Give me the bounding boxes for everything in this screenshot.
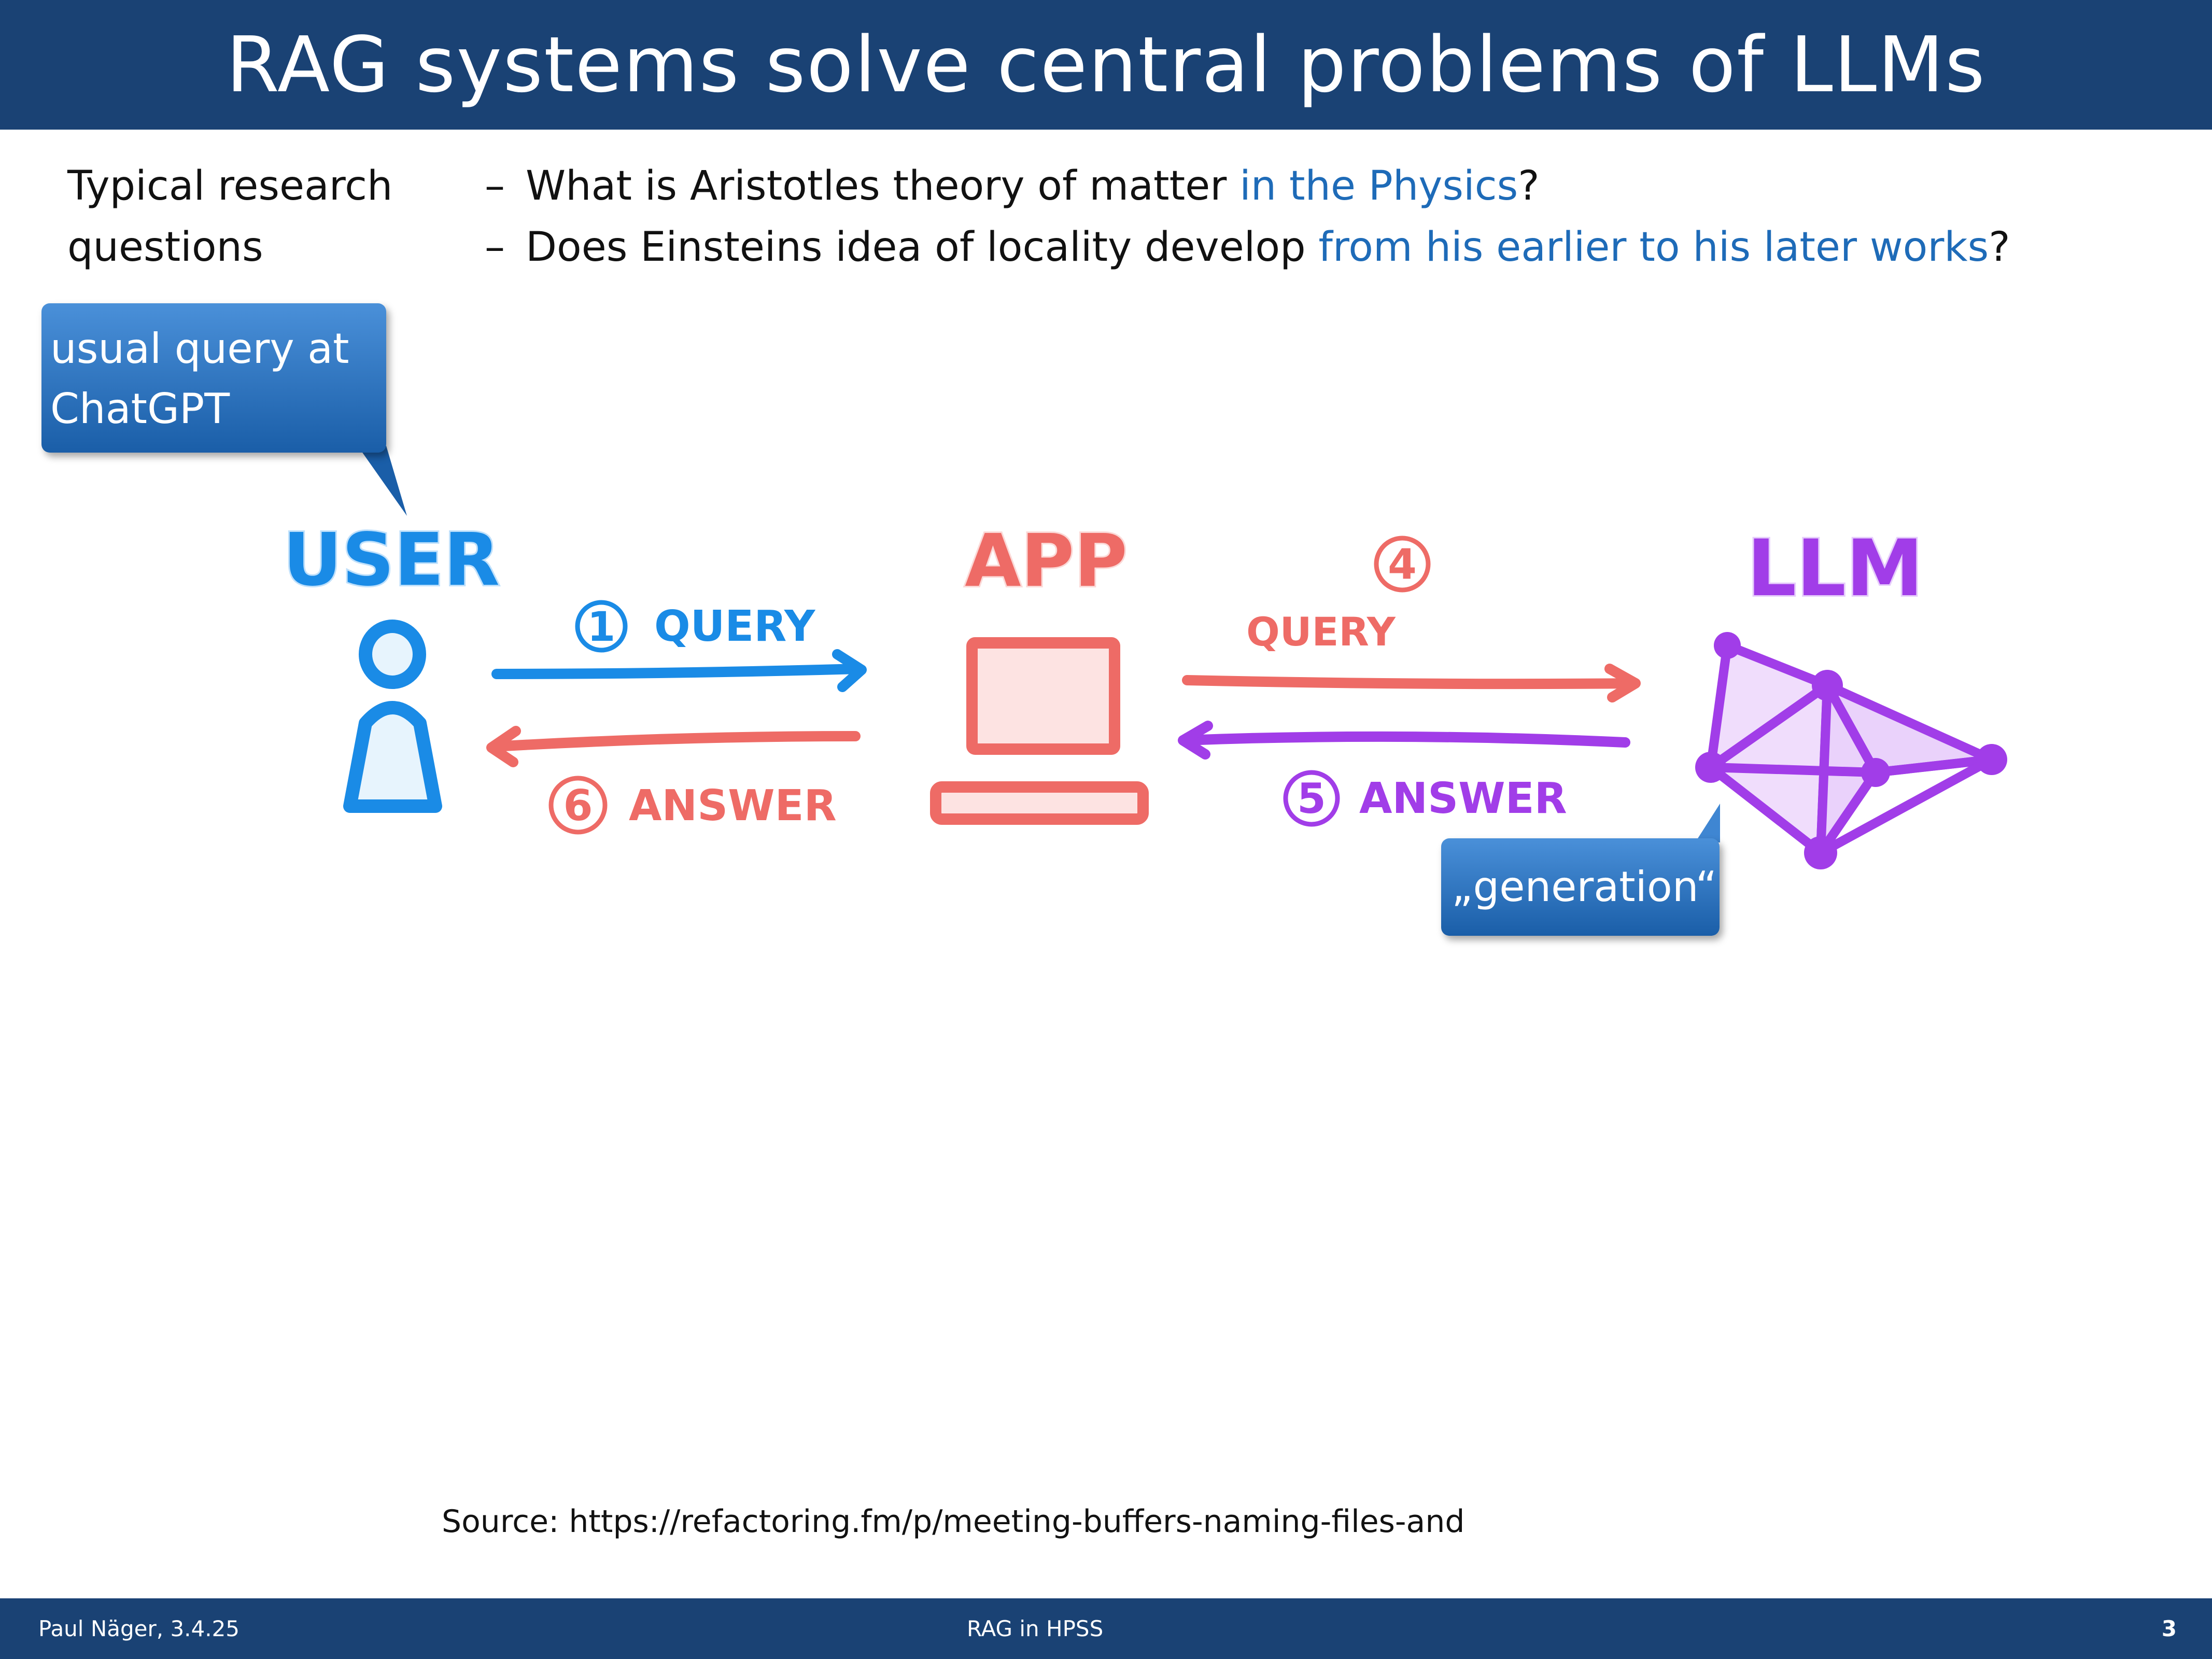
step-6-circle <box>548 776 608 835</box>
question-end: ? <box>1518 163 1540 209</box>
question-dash: – <box>485 224 505 271</box>
answer-arrow-6 <box>486 726 861 767</box>
generation-callout: „generation“ <box>1441 838 1720 936</box>
app-node-label: APP <box>965 519 1128 603</box>
step-4-circle <box>1374 536 1431 593</box>
footer-author-date: Paul Näger, 3.4.25 <box>38 1616 240 1641</box>
llm-node-label: LLM <box>1747 524 1923 614</box>
user-query-callout: usual query at ChatGPT <box>41 303 386 453</box>
query-arrow-1 <box>491 649 867 692</box>
slide-title: RAG systems solve central problems of LL… <box>226 20 1986 109</box>
step-6-label: ANSWER <box>629 781 837 831</box>
questions-label: Typical research questions <box>67 163 393 271</box>
source-citation: Source: https://refactoring.fm/p/meeting… <box>442 1503 1465 1540</box>
step-5-label: ANSWER <box>1359 774 1567 823</box>
question-text: Does Einsteins idea of locality develop <box>526 224 1319 271</box>
step-6-number: 6 <box>563 781 593 831</box>
user-node-label: USER <box>283 518 500 602</box>
step-1-circle <box>575 600 628 653</box>
user-callout-tail <box>358 446 407 516</box>
question-dash: – <box>485 163 505 209</box>
generation-callout-tail <box>1695 804 1720 842</box>
step-5-circle <box>1283 770 1340 827</box>
question-end: ? <box>1989 224 2010 271</box>
network-nodes <box>1695 632 2007 869</box>
question-item: –What is Aristotles theory of matter in … <box>485 156 2010 217</box>
step-4-number: 4 <box>1388 540 1417 588</box>
title-bar: RAG systems solve central problems of LL… <box>0 0 2212 130</box>
laptop-icon <box>930 637 1149 825</box>
question-item: –Does Einsteins idea of locality develop… <box>485 217 2010 278</box>
step-4-label: QUERY <box>1246 609 1396 655</box>
question-text: What is Aristotles theory of matter <box>526 163 1240 209</box>
step-5-number: 5 <box>1297 775 1326 823</box>
questions-list: –What is Aristotles theory of matter in … <box>485 156 2010 278</box>
neural-network-icon <box>1706 641 1996 857</box>
footer-topic: RAG in HPSS <box>967 1616 1104 1641</box>
question-highlight: in the Physics <box>1239 163 1518 209</box>
page-number: 3 <box>2161 1616 2177 1641</box>
question-highlight: from his earlier to his later works <box>1318 224 1989 271</box>
step-1-label: QUERY <box>654 602 816 651</box>
footer-bar: Paul Näger, 3.4.25 RAG in HPSS 3 <box>0 1598 2212 1659</box>
step-1-number: 1 <box>587 604 615 651</box>
answer-arrow-5 <box>1178 721 1630 760</box>
query-arrow-4 <box>1182 664 1641 702</box>
user-person-icon <box>343 620 442 813</box>
